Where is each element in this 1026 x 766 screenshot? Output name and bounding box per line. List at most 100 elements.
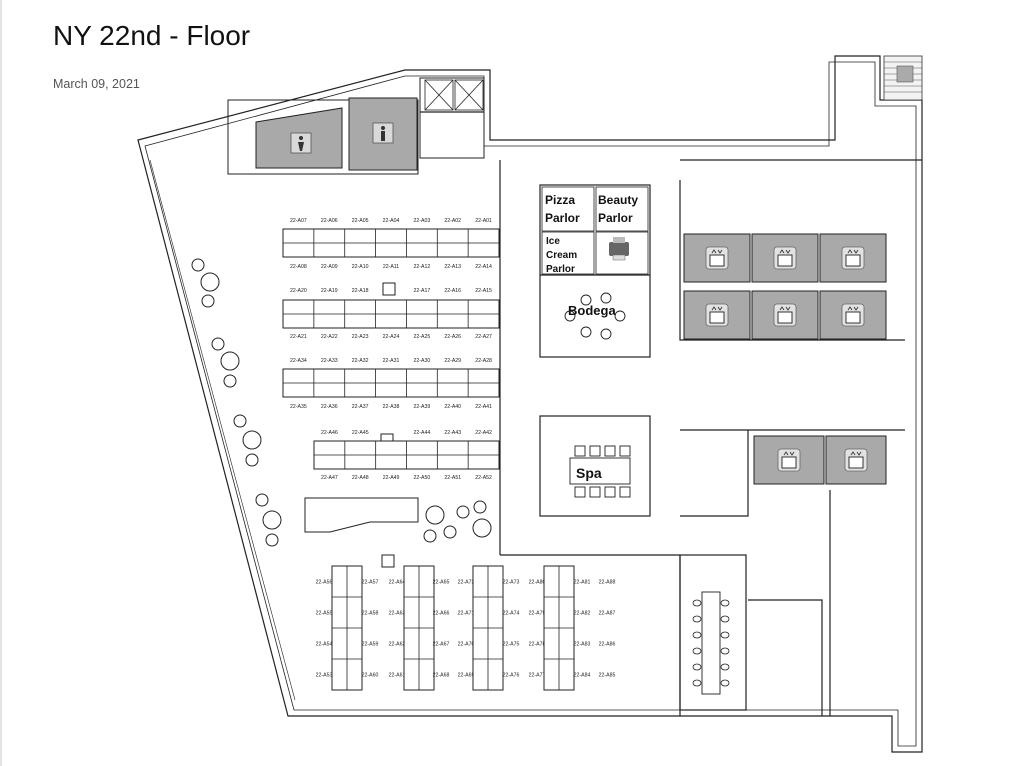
desk-label: 22-A81 xyxy=(574,580,591,586)
desk-label: 22-A40 xyxy=(444,404,461,410)
desk-label: 22-A85 xyxy=(599,673,616,679)
desk-label: 22-A64 xyxy=(389,580,406,586)
lounge-seating xyxy=(191,258,492,568)
desk-label: 22-A59 xyxy=(362,642,379,648)
desk-label: 22-A87 xyxy=(599,611,616,617)
desk-label: 22-A11 xyxy=(383,264,399,270)
walls xyxy=(137,55,923,753)
desk-label: 22-A30 xyxy=(413,358,430,364)
desk-label: 22-A49 xyxy=(383,475,400,481)
elevator-cab-5 xyxy=(819,290,887,340)
elevator-icon xyxy=(773,246,797,270)
desk-label: 22-A07 xyxy=(290,218,307,224)
desk-label: 22-A38 xyxy=(383,404,400,410)
elevator-cab-1 xyxy=(751,233,819,283)
desk-label: 22-A79 xyxy=(529,611,546,617)
desk-label: 22-A23 xyxy=(352,334,369,340)
desk-label: 22-A82 xyxy=(574,611,591,617)
desk-label: 22-A36 xyxy=(321,404,338,410)
desk-label: 22-A71 xyxy=(458,611,475,617)
desk-label: 22-A48 xyxy=(352,475,369,481)
desk-label: 22-A17 xyxy=(413,288,430,294)
desk-label: 22-A86 xyxy=(599,642,616,648)
desk-label: 22-A41 xyxy=(475,404,492,410)
desk-label: 22-A33 xyxy=(321,358,338,364)
desk-label: 22-A39 xyxy=(413,404,430,410)
desk-label: 22-A02 xyxy=(444,218,461,224)
desk-label: 22-A68 xyxy=(433,673,450,679)
desk-label: 22-A58 xyxy=(362,611,379,617)
desk-label: 22-A14 xyxy=(475,264,492,270)
conference-chairs xyxy=(692,599,730,687)
desk-label: 22-A88 xyxy=(599,580,616,586)
elevator-cab-7 xyxy=(825,435,887,485)
elevator-cab-4 xyxy=(751,290,819,340)
woman-restroom-icon xyxy=(290,132,312,154)
elevator-icon xyxy=(841,303,865,327)
desk-label: 22-A06 xyxy=(321,218,338,224)
desk-label: 22-A63 xyxy=(389,611,406,617)
desk-label: 22-A03 xyxy=(413,218,430,224)
desk-label: 22-A75 xyxy=(503,642,520,648)
desk-label: 22-A67 xyxy=(433,642,450,648)
desk-label: 22-A32 xyxy=(352,358,369,364)
desk-label: 22-A20 xyxy=(290,288,307,294)
desk-label: 22-A27 xyxy=(475,334,492,340)
page-left-border xyxy=(0,0,2,766)
printer-icon xyxy=(609,237,629,261)
desk-label: 22-A08 xyxy=(290,264,307,270)
elevator-icon xyxy=(841,246,865,270)
desk-label: 22-A84 xyxy=(574,673,591,679)
desk-label: 22-A74 xyxy=(503,611,520,617)
elevator-cab-3 xyxy=(683,290,751,340)
desk-label: 22-A24 xyxy=(383,334,400,340)
desk-label: 22-A65 xyxy=(433,580,450,586)
room-label-bodega: Bodega xyxy=(568,303,616,318)
desk-label: 22-A42 xyxy=(475,430,492,436)
elevator-icon xyxy=(705,303,729,327)
desk-label: 22-A25 xyxy=(413,334,430,340)
desk-label: 22-A69 xyxy=(458,673,475,679)
desk-label: 22-A54 xyxy=(316,642,333,648)
desk-label: 22-A35 xyxy=(290,404,307,410)
desk-bench: 22-A81 22-A88 22-A82 22-A87 22-A83 22-A86 22-A… xyxy=(543,565,616,691)
elevator-cab-2 xyxy=(819,233,887,283)
elevator-icon xyxy=(777,448,801,472)
elevator-icon xyxy=(705,246,729,270)
desk-label: 22-A29 xyxy=(444,358,461,364)
desk-label: 22-A46 xyxy=(321,430,338,436)
page-title: NY 22nd - Floor xyxy=(53,20,251,51)
desk-label: 22-A80 xyxy=(529,580,546,586)
desk-label: 22-A62 xyxy=(389,642,406,648)
desk-label: 22-A50 xyxy=(414,475,431,481)
desk-label: 22-A66 xyxy=(433,611,450,617)
restrooms xyxy=(255,79,484,171)
elevator-bank xyxy=(683,233,887,485)
desk-label: 22-A45 xyxy=(352,430,369,436)
desk-label: 22-A26 xyxy=(444,334,461,340)
desk-label: 22-A83 xyxy=(574,642,591,648)
room-label-spa: Spa xyxy=(576,465,602,481)
desk-label: 22-A16 xyxy=(444,288,461,294)
desk-label: 22-A34 xyxy=(290,358,307,364)
desk-label: 22-A77 xyxy=(529,673,546,679)
desk-label: 22-A31 xyxy=(383,358,400,364)
desk-label: 22-A37 xyxy=(352,404,369,410)
stairs-icon xyxy=(883,55,923,101)
desk-label: 22-A09 xyxy=(321,264,338,270)
desk-label: 22-A51 xyxy=(444,475,461,481)
desk-label: 22-A73 xyxy=(503,580,520,586)
desk-label: 22-A57 xyxy=(362,580,379,586)
desk-label: 22-A05 xyxy=(352,218,369,224)
